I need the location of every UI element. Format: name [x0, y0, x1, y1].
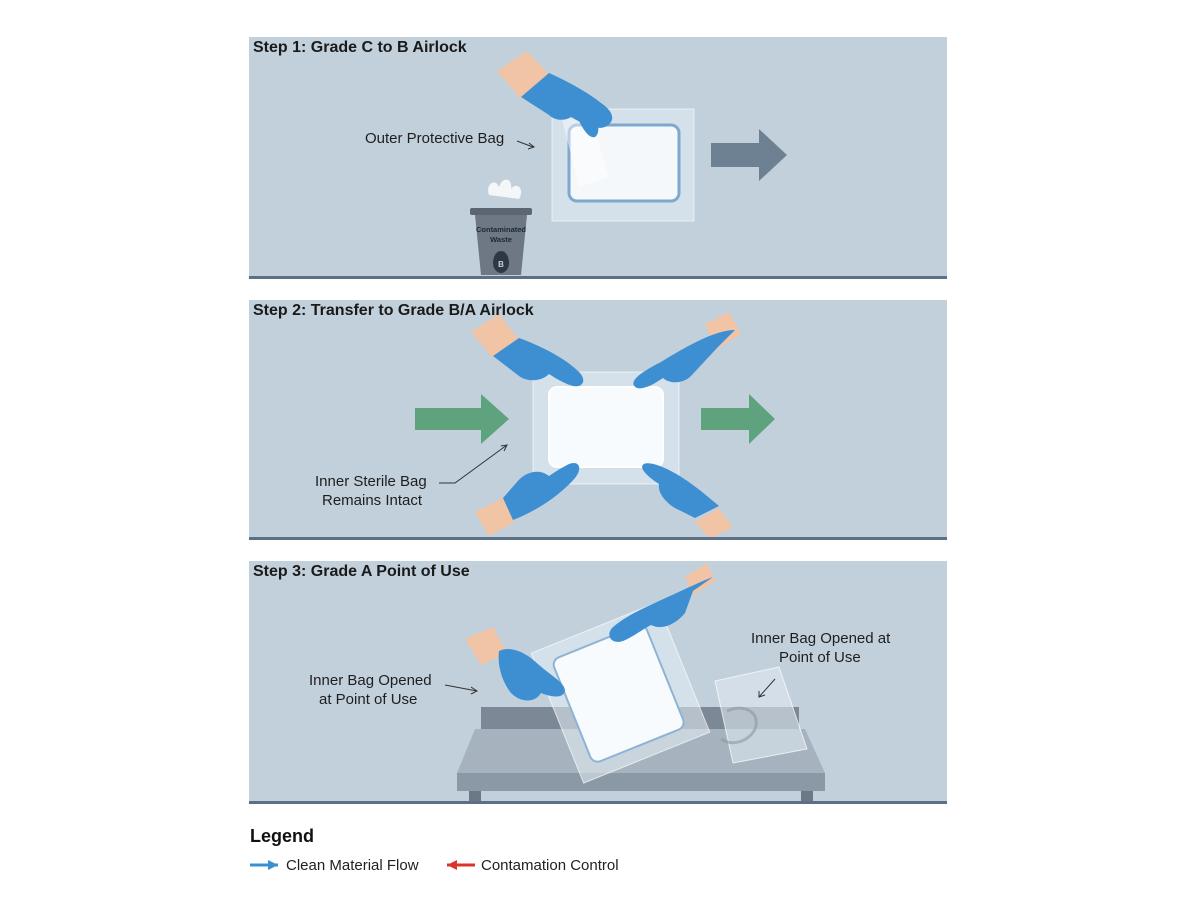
right-annotation-line2: Point of Use: [779, 649, 861, 666]
step-3-title: Step 3: Grade A Point of Use: [253, 563, 470, 580]
glove-right: [609, 577, 713, 642]
step-1-illustration: B Contaminated Waste: [470, 51, 787, 275]
glove-bottom-left: [503, 462, 580, 520]
waste-bin-icon: B: [470, 179, 532, 275]
step-3-panel: Step 3: Grade A Point of Use Inner Bag O…: [249, 561, 947, 804]
held-bag: [530, 601, 711, 784]
left-annotation-line2: at Point of Use: [319, 691, 418, 708]
step-1-panel: B Contaminated Waste Step 1: Grade C to …: [249, 37, 947, 279]
floor-line: [249, 537, 947, 540]
inner-bag-annotation-line1: Inner Sterile Bag: [315, 473, 427, 490]
legend-item-contamination-control: Contamation Control: [445, 856, 619, 874]
glove-bottom-right: [642, 463, 719, 518]
outer-bag-annotation: Outer Protective Bag: [365, 130, 505, 147]
left-annotation-line1: Inner Bag Opened: [309, 672, 432, 689]
svg-text:B: B: [498, 260, 504, 269]
step-2-panel: Step 2: Transfer to Grade B/A Airlock In…: [249, 300, 947, 540]
inner-bag-pointer: [439, 444, 508, 484]
bag-fold: [561, 115, 609, 187]
blue-arrow-icon: [250, 860, 278, 870]
legend-title: Legend: [250, 826, 315, 846]
step-1-title: Step 1: Grade C to B Airlock: [253, 39, 467, 56]
floor-line: [249, 801, 947, 804]
glove-left: [498, 648, 565, 701]
inner-bag-annotation-line2: Remains Intact: [322, 492, 423, 509]
floor-line: [249, 276, 947, 279]
inner-package: [567, 123, 681, 203]
legend-label-clean-flow: Clean Material Flow: [286, 856, 419, 874]
skin-wrist: [497, 51, 551, 99]
gray-flow-arrow: [711, 129, 787, 181]
green-arrow-in: [415, 394, 509, 444]
step-2-illustration: [415, 312, 775, 538]
red-arrow-icon: [447, 860, 475, 870]
glove-top-left: [493, 338, 584, 387]
step-2-title: Step 2: Transfer to Grade B/A Airlock: [253, 302, 534, 319]
left-annotation-pointer: [444, 684, 478, 692]
legend-item-clean-flow: Clean Material Flow: [250, 856, 419, 874]
glove-finger: [579, 107, 599, 138]
table-front: [457, 773, 825, 791]
glove-top-right: [633, 330, 735, 389]
step-3-illustration: [444, 563, 825, 804]
outer-bag-pointer: [516, 140, 534, 148]
inner-sterile-bag: [548, 386, 664, 468]
waste-bin-label-line1: Contaminated: [476, 225, 526, 234]
legend-label-contamination-control: Contamation Control: [481, 856, 619, 874]
right-annotation-line1: Inner Bag Opened at: [751, 630, 891, 647]
waste-bin-label-line2: Waste: [490, 235, 512, 244]
green-arrow-out: [701, 394, 775, 444]
right-annotation-pointer: [758, 678, 776, 698]
opened-inner-bag: [714, 666, 808, 764]
